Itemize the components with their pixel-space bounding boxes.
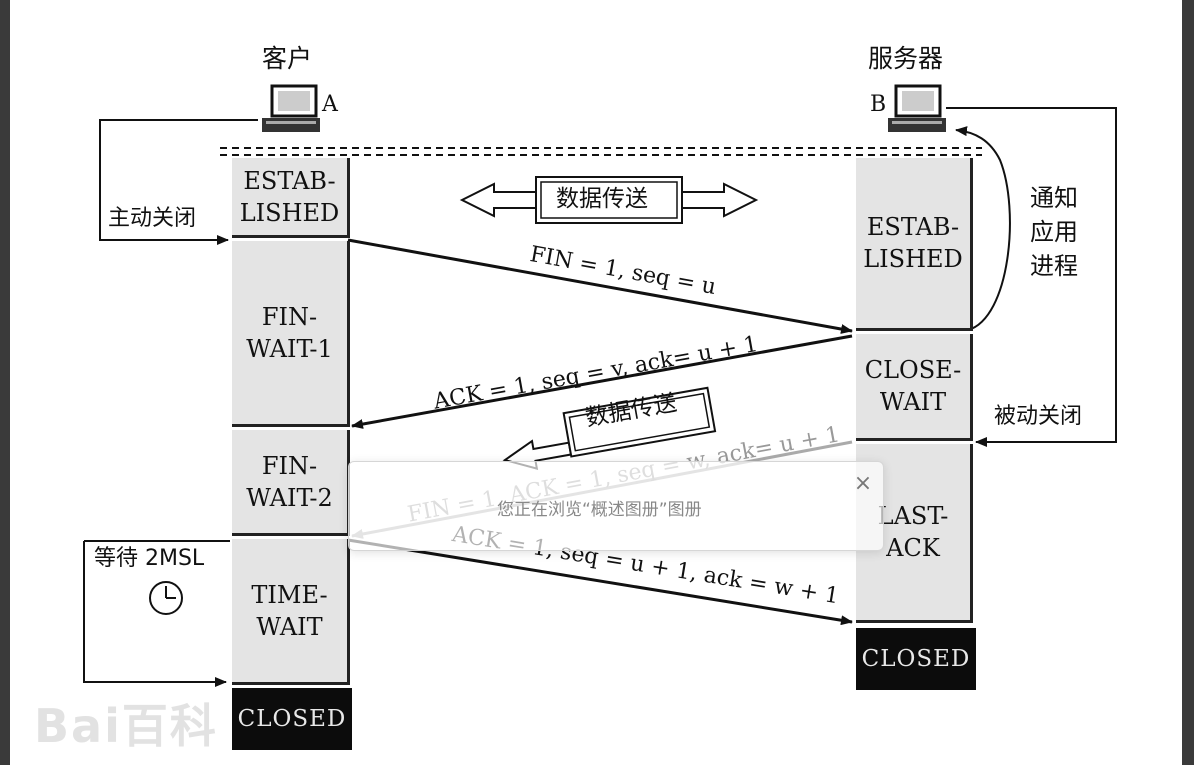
album-popup-text: 您正在浏览“概述图册”图册: [497, 500, 702, 520]
notify-app-line-1: 通知: [1030, 184, 1078, 212]
server-computer-icon: [888, 84, 946, 132]
client-state-fin-wait-2: FIN-WAIT-2: [232, 430, 350, 536]
client-state-established: ESTAB-LISHED: [232, 158, 350, 238]
window-frame-right: [1182, 0, 1194, 765]
server-state-closed: CLOSED: [856, 628, 976, 690]
client-state-closed: CLOSED: [232, 688, 352, 750]
notify-app-line-2: 应用: [1030, 218, 1078, 246]
client-title: 客户: [262, 44, 313, 73]
data-transfer-label-1: 数据传送: [556, 186, 648, 212]
notify-app-line-3: 进程: [1030, 252, 1078, 280]
client-letter: A: [322, 92, 338, 117]
server-title: 服务器: [868, 44, 944, 73]
client-state-fin-wait-1: FIN-WAIT-1: [232, 241, 350, 427]
server-state-close-wait: CLOSE-WAIT: [856, 334, 973, 441]
clock-icon: [149, 581, 183, 615]
server-state-established: ESTAB-LISHED: [856, 158, 973, 331]
wait-2msl-label: 等待 2MSL: [94, 546, 205, 571]
album-popup[interactable]: 您正在浏览“概述图册”图册 ×: [348, 461, 884, 551]
data-transfer-double-arrow: [459, 176, 759, 224]
data-transfer-arrow-2: [502, 386, 717, 471]
window-frame-left: [0, 0, 10, 765]
server-letter: B: [870, 92, 887, 117]
client-computer-icon: [262, 84, 320, 132]
close-icon[interactable]: ×: [853, 471, 873, 496]
baidu-watermark-logo: Bai百科: [34, 699, 218, 753]
client-state-time-wait: TIME-WAIT: [232, 539, 350, 685]
passive-close-label: 被动关闭: [994, 404, 1083, 429]
active-close-label: 主动关闭: [108, 206, 197, 231]
